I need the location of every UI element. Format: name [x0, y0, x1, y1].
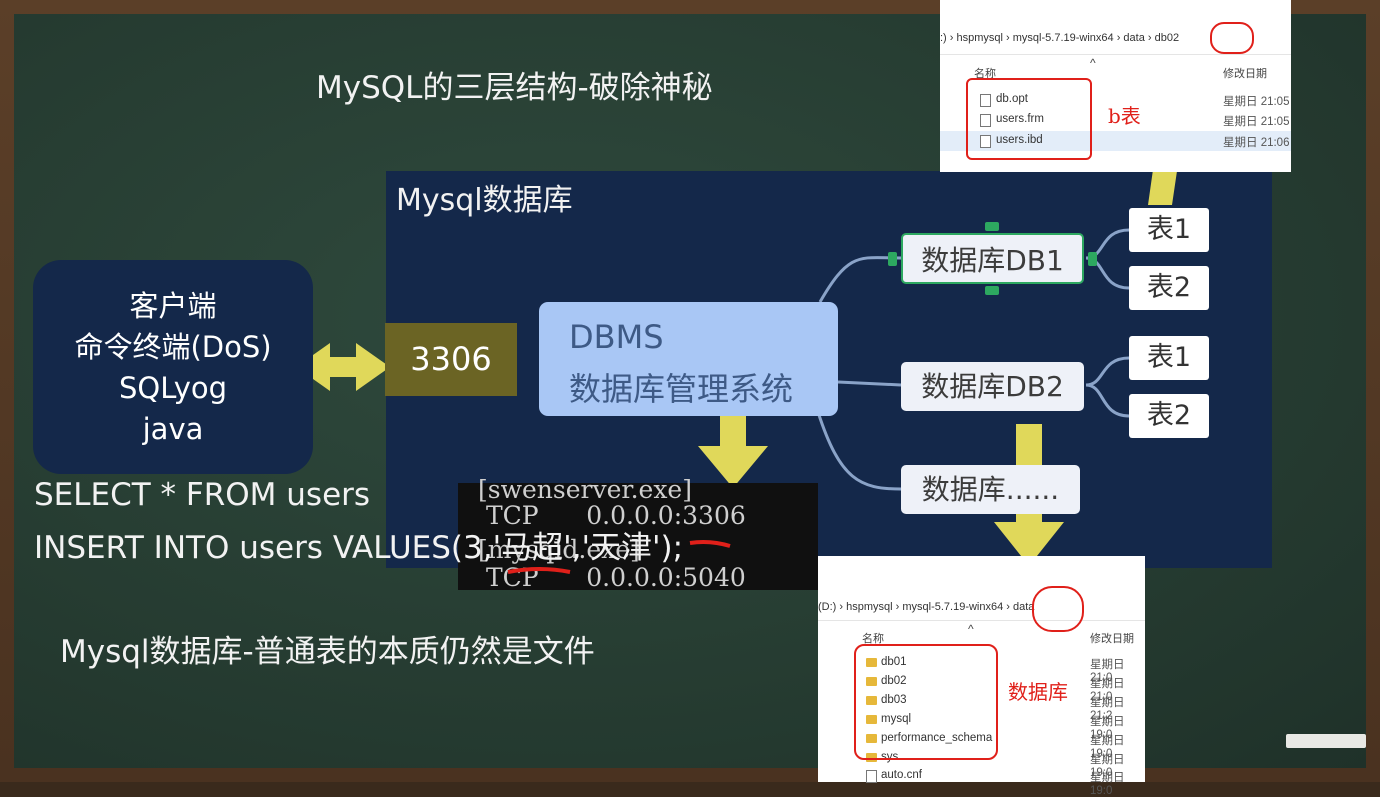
file-icon [866, 770, 877, 783]
console-line: [mysqld.exe] [478, 535, 640, 564]
database-node-more[interactable]: 数据库...... [901, 465, 1080, 514]
highlight-data [1032, 586, 1084, 632]
connector-db3 [816, 411, 902, 491]
file-row[interactable]: users.ibd 星期日 21:06 [940, 131, 1291, 151]
folder-name: db01 [881, 656, 907, 668]
path-segment[interactable]: data [1123, 32, 1145, 44]
database-node-db2[interactable]: 数据库DB2 [901, 362, 1084, 411]
path-segment[interactable]: (D:) [818, 601, 837, 613]
file-name: db.opt [996, 93, 1028, 105]
path-segment[interactable]: :) [940, 32, 947, 44]
explorer-db02: :) › hspmysql › mysql-5.7.19-winx64 › da… [940, 0, 1291, 172]
path-segment[interactable]: db02 [1154, 32, 1180, 44]
sort-chevron-icon: ^ [1090, 56, 1096, 70]
folder-icon [866, 696, 877, 705]
folder-name: db03 [881, 694, 907, 706]
slide-title: MySQL的三层结构-破除神秘 [316, 70, 713, 106]
file-row[interactable]: users.frm 星期日 21:05 [940, 110, 1291, 130]
highlight-files [966, 78, 1092, 160]
folder-row[interactable]: mysql 星期日 19:0 [818, 710, 1145, 741]
folder-date: 星期日 21:2 [1090, 697, 1125, 722]
client-line: 命令终端(DoS) [74, 330, 272, 364]
console-line: [swenserver.exe] [478, 475, 692, 504]
folder-icon [866, 753, 877, 762]
file-date: 星期日 21:06 [1223, 137, 1290, 149]
file-name: users.frm [996, 113, 1044, 125]
file-row[interactable]: db.opt 星期日 21:05 [940, 90, 1291, 110]
double-arrow-client-port [296, 343, 390, 391]
client-box: 客户端 命令终端(DoS) SQLyog java [33, 260, 313, 474]
dbms-label: DBMS [569, 318, 664, 356]
folder-icon [866, 734, 877, 743]
path-segment[interactable]: data [1013, 601, 1035, 613]
highlight-folders [854, 644, 998, 760]
path-segment[interactable]: hspmysql [846, 601, 893, 613]
folder-name: sys [881, 751, 899, 763]
table-node-db2-t1[interactable]: 表1 [1129, 336, 1209, 380]
table-node-db2-t2[interactable]: 表2 [1129, 394, 1209, 438]
path-segment[interactable]: mysql-5.7.19-winx64 [902, 601, 1004, 613]
explorer-data: (D:) › hspmysql › mysql-5.7.19-winx64 › … [818, 556, 1145, 797]
folder-row[interactable]: db01 星期日 21:0 [818, 653, 1145, 684]
file-icon [980, 135, 991, 148]
slide-subtitle: Mysql数据库-普通表的本质仍然是文件 [60, 634, 595, 670]
sql-insert: INSERT INTO users VALUES(3,'马超','天津'); [34, 530, 684, 566]
dbms-sublabel: 数据库管理系统 [569, 370, 794, 408]
client-line: SQLyog [118, 371, 228, 405]
client-line: java [142, 412, 204, 446]
sql-select: SELECT * FROM users [34, 477, 371, 513]
file-date: 星期日 19:0 [1090, 772, 1125, 797]
connector-db2 [837, 380, 902, 387]
panel-title: Mysql数据库 [396, 183, 573, 218]
port-box: 3306 [385, 323, 517, 396]
folder-date: 星期日 21:0 [1090, 678, 1125, 703]
sort-chevron-icon: ^ [968, 622, 974, 636]
chalk-piece [1286, 734, 1366, 748]
folder-name: mysql [881, 713, 912, 725]
folder-date: 星期日 19:0 [1090, 735, 1125, 760]
path-segment[interactable]: hspmysql [956, 32, 1003, 44]
folder-row[interactable]: performance_schema 星期日 19:0 [818, 729, 1145, 760]
explorer-path: :) › hspmysql › mysql-5.7.19-winx64 › da… [940, 32, 1180, 44]
table-node-db1-t2[interactable]: 表2 [1129, 266, 1209, 310]
annotation-b-table: b表 [1108, 104, 1141, 128]
file-date: 星期日 21:05 [1223, 96, 1290, 108]
folder-name: performance_schema [881, 732, 993, 744]
folder-date: 星期日 21:0 [1090, 659, 1125, 684]
folder-icon [866, 677, 877, 686]
folder-name: db02 [881, 675, 907, 687]
folder-date: 星期日 19:0 [1090, 716, 1125, 741]
client-line: 客户端 [129, 289, 217, 323]
column-name[interactable]: 名称 [974, 68, 996, 80]
file-icon [980, 114, 991, 127]
database-node-db1[interactable]: 数据库DB1 [901, 233, 1084, 284]
column-name[interactable]: 名称 [862, 633, 884, 645]
explorer-path: (D:) › hspmysql › mysql-5.7.19-winx64 › … [818, 601, 1035, 613]
dbms-node[interactable]: DBMS 数据库管理系统 [539, 302, 838, 416]
connector-db2-t2 [1085, 383, 1130, 418]
table-node-db1-t1[interactable]: 表1 [1129, 208, 1209, 252]
folder-row[interactable]: db02 星期日 21:0 [818, 672, 1145, 703]
folder-row[interactable]: db03 星期日 21:2 [818, 691, 1145, 722]
arrow-dbms-down [698, 344, 768, 488]
console-line: TCP 0.0.0.0:3306 [478, 501, 746, 530]
file-row[interactable]: auto.cnf 星期日 19:0 [818, 766, 1145, 797]
folder-date: 星期日 19:0 [1090, 754, 1125, 779]
file-name: auto.cnf [881, 769, 922, 781]
column-date[interactable]: 修改日期 [1223, 68, 1267, 80]
file-name: users.ibd [996, 134, 1043, 146]
folder-row[interactable]: sys 星期日 19:0 [818, 748, 1145, 779]
file-icon [980, 94, 991, 107]
path-segment[interactable]: mysql-5.7.19-winx64 [1012, 32, 1114, 44]
highlight-db02 [1210, 22, 1254, 54]
file-date: 星期日 21:05 [1223, 116, 1290, 128]
folder-icon [866, 715, 877, 724]
folder-icon [866, 658, 877, 667]
column-date[interactable]: 修改日期 [1090, 633, 1134, 645]
annotation-database: 数据库 [1008, 680, 1068, 704]
